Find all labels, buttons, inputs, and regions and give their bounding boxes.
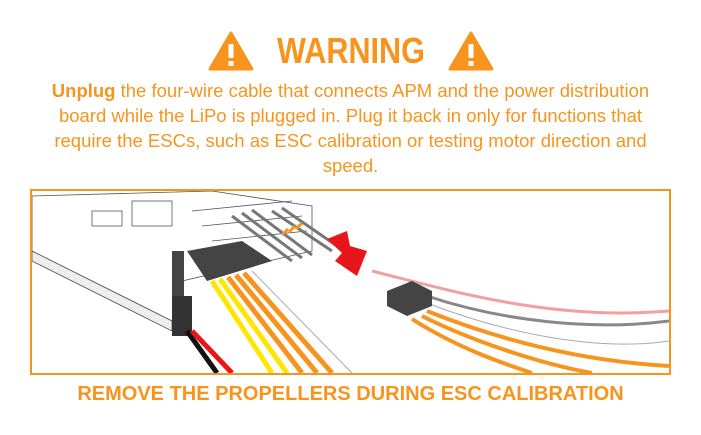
warning-title: WARNING <box>276 30 425 71</box>
esc-wires <box>184 270 353 373</box>
warning-header: WARNING <box>0 30 701 72</box>
message-text: the four-wire cable that connects APM an… <box>54 80 650 176</box>
warning-message: Unplug the four-wire cable that connects… <box>28 78 673 178</box>
warning-triangle-icon <box>208 31 253 71</box>
red-arrow-icon <box>327 231 367 276</box>
propeller-warning: REMOVE THE PROPELLERS DURING ESC CALIBRA… <box>77 383 624 405</box>
cable-illustration <box>30 189 671 375</box>
warning-triangle-icon <box>448 31 493 71</box>
servo-connector <box>172 296 192 336</box>
pdb-wires <box>371 269 669 373</box>
apm-board-cable-diagram <box>32 191 669 373</box>
message-emphasis: Unplug <box>51 80 116 101</box>
orange-pins <box>280 221 304 237</box>
pdb-connector <box>387 281 432 316</box>
esc-connector <box>187 241 272 281</box>
